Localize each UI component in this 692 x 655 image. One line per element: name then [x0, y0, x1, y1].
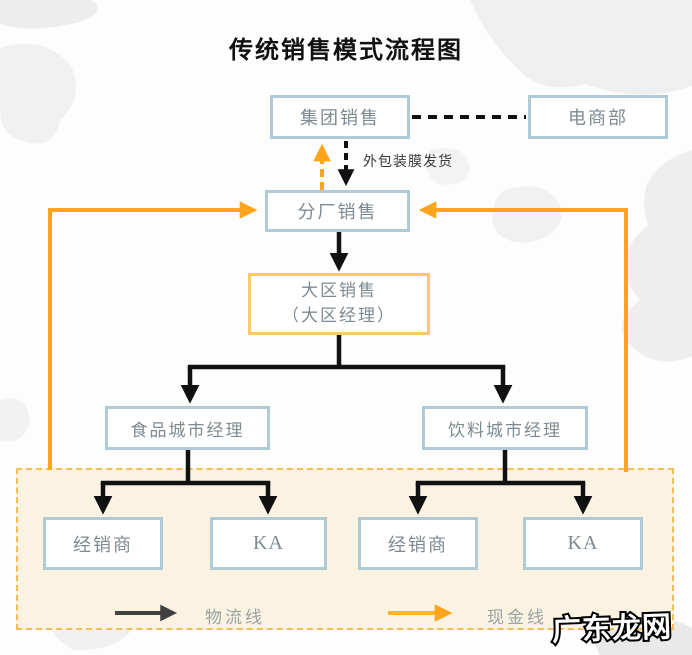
node-ka-left: KA: [210, 517, 327, 570]
node-distributor-left-label: 经销商: [73, 534, 133, 555]
arrow-beverage-branch: [408, 450, 593, 515]
node-distributor-right: 经销商: [358, 517, 478, 570]
shipping-note-label: 外包装膜发货: [363, 155, 453, 170]
node-region-sales-label-line2: （大区经理）: [282, 306, 396, 325]
node-branch-sales-label: 分厂销售: [297, 202, 378, 222]
node-group-sales: 集团销售: [270, 95, 410, 139]
node-branch-sales: 分厂销售: [265, 190, 410, 232]
node-region-sales: 大区销售 （大区经理）: [248, 273, 430, 335]
node-beverage-city-manager-label: 饮料城市经理: [448, 420, 562, 440]
node-ka-right-label: KA: [567, 532, 599, 554]
node-ecommerce-dept: 电商部: [528, 95, 668, 139]
node-ka-right: KA: [523, 517, 643, 570]
node-ecommerce-dept-label: 电商部: [568, 108, 628, 128]
node-group-sales-label: 集团销售: [300, 108, 380, 128]
node-region-sales-label-line1: 大区销售: [301, 281, 377, 301]
node-food-city-manager: 食品城市经理: [105, 406, 270, 450]
node-distributor-right-label: 经销商: [388, 534, 448, 555]
node-food-city-manager-label: 食品城市经理: [130, 420, 245, 440]
watermark-logo: 广东龙网: [549, 607, 674, 649]
arrow-cash-left: [48, 201, 258, 470]
legend-logistics-label: 物流线: [205, 608, 265, 627]
watermark-logo-text: 广东龙网: [551, 609, 672, 647]
arrow-region-branch: [180, 335, 513, 404]
node-distributor-left: 经销商: [43, 517, 163, 570]
arrow-food-branch: [93, 450, 278, 515]
node-beverage-city-manager: 饮料城市经理: [422, 406, 588, 450]
legend-cash-label: 现金线: [487, 608, 547, 627]
page-title: 传统销售模式流程图: [229, 37, 463, 64]
arrow-cash-right: [418, 201, 628, 472]
node-ka-left-label: KA: [253, 532, 284, 554]
